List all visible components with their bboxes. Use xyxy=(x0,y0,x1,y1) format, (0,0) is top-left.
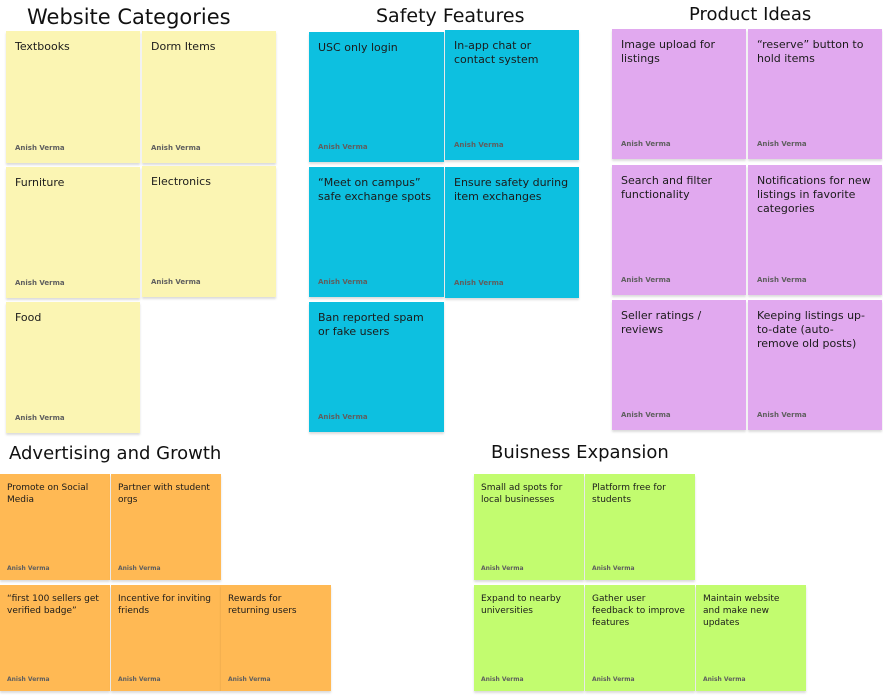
note-author: Anish Verma xyxy=(7,565,50,572)
note-text: Textbooks xyxy=(15,40,70,53)
note-text: Incentive for inviting friends xyxy=(118,594,212,616)
sticky-note-furniture[interactable]: Furniture Anish Verma xyxy=(6,167,140,298)
note-author: Anish Verma xyxy=(454,141,504,149)
sticky-note-invite-friends[interactable]: Incentive for inviting friends Anish Ver… xyxy=(111,585,221,691)
note-text: Rewards for returning users xyxy=(228,594,297,616)
note-text: Ensure safety during item exchanges xyxy=(454,176,569,203)
note-text: Seller ratings / reviews xyxy=(621,309,702,336)
sticky-note-ban-spam[interactable]: Ban reported spam or fake users Anish Ve… xyxy=(309,302,444,432)
heading-business-expansion: Buisness Expansion xyxy=(491,442,669,463)
note-author: Anish Verma xyxy=(454,279,504,287)
sticky-note-partner-orgs[interactable]: Partner with student orgs Anish Verma xyxy=(111,474,221,580)
note-author: Anish Verma xyxy=(151,278,201,286)
sticky-note-in-app-chat[interactable]: In-app chat or contact system Anish Verm… xyxy=(445,30,579,160)
note-text: Expand to nearby universities xyxy=(481,594,561,616)
note-text: Promote on Social Media xyxy=(7,483,89,505)
sticky-note-ensure-safety[interactable]: Ensure safety during item exchanges Anis… xyxy=(445,167,579,298)
sticky-note-promote-social[interactable]: Promote on Social Media Anish Verma xyxy=(0,474,110,580)
sticky-note-dorm-items[interactable]: Dorm Items Anish Verma xyxy=(142,31,276,163)
note-text: Image upload for listings xyxy=(621,38,716,65)
note-author: Anish Verma xyxy=(703,676,746,683)
note-author: Anish Verma xyxy=(15,279,65,287)
heading-product-ideas: Product Ideas xyxy=(689,4,812,25)
note-author: Anish Verma xyxy=(318,278,368,286)
note-text: Search and filter functionality xyxy=(621,174,713,201)
note-text: Keeping listings up-to-date (auto-remove… xyxy=(757,309,866,350)
note-text: Maintain website and make new updates xyxy=(703,594,780,628)
sticky-note-small-ad-spots[interactable]: Small ad spots for local businesses Anis… xyxy=(474,474,584,580)
sticky-note-seller-ratings[interactable]: Seller ratings / reviews Anish Verma xyxy=(612,300,746,430)
sticky-note-gather-feedback[interactable]: Gather user feedback to improve features… xyxy=(585,585,695,691)
sticky-note-maintain-website[interactable]: Maintain website and make new updates An… xyxy=(696,585,806,691)
note-author: Anish Verma xyxy=(592,676,635,683)
note-text: “Meet on campus” safe exchange spots xyxy=(318,176,431,203)
note-text: Partner with student orgs xyxy=(118,483,210,505)
note-author: Anish Verma xyxy=(481,676,524,683)
note-author: Anish Verma xyxy=(15,144,65,152)
note-author: Anish Verma xyxy=(15,414,65,422)
note-text: Food xyxy=(15,311,42,324)
note-text: In-app chat or contact system xyxy=(454,39,539,66)
note-author: Anish Verma xyxy=(228,676,271,683)
note-author: Anish Verma xyxy=(592,565,635,572)
heading-website-categories: Website Categories xyxy=(27,5,231,29)
note-text: “reserve” button to hold items xyxy=(757,38,864,65)
note-text: Furniture xyxy=(15,176,65,189)
sticky-note-electronics[interactable]: Electronics Anish Verma xyxy=(142,166,276,297)
note-author: Anish Verma xyxy=(621,411,671,419)
sticky-note-expand-universities[interactable]: Expand to nearby universities Anish Verm… xyxy=(474,585,584,691)
heading-safety-features: Safety Features xyxy=(376,5,525,27)
sticky-note-usc-login[interactable]: USC only login Anish Verma xyxy=(309,32,444,162)
sticky-note-textbooks[interactable]: Textbooks Anish Verma xyxy=(6,31,140,163)
note-author: Anish Verma xyxy=(151,144,201,152)
note-text: “first 100 sellers get verified badge” xyxy=(7,594,99,616)
note-text: Electronics xyxy=(151,175,211,188)
note-text: Gather user feedback to improve features xyxy=(592,594,685,628)
sticky-note-search-filter[interactable]: Search and filter functionality Anish Ve… xyxy=(612,165,746,295)
sticky-note-meet-on-campus[interactable]: “Meet on campus” safe exchange spots Ani… xyxy=(309,167,444,297)
sticky-note-food[interactable]: Food Anish Verma xyxy=(6,302,140,433)
sticky-note-reserve-button[interactable]: “reserve” button to hold items Anish Ver… xyxy=(748,29,882,159)
sticky-note-image-upload[interactable]: Image upload for listings Anish Verma xyxy=(612,29,746,159)
note-author: Anish Verma xyxy=(757,140,807,148)
note-author: Anish Verma xyxy=(118,676,161,683)
note-author: Anish Verma xyxy=(621,140,671,148)
note-text: Small ad spots for local businesses xyxy=(481,483,563,505)
note-text: Ban reported spam or fake users xyxy=(318,311,424,338)
sticky-note-verified-badge[interactable]: “first 100 sellers get verified badge” A… xyxy=(0,585,110,691)
note-text: USC only login xyxy=(318,41,398,54)
note-author: Anish Verma xyxy=(318,143,368,151)
sticky-note-notifications[interactable]: Notifications for new listings in favori… xyxy=(748,165,882,295)
note-text: Platform free for students xyxy=(592,483,666,505)
sticky-note-rewards-returning[interactable]: Rewards for returning users Anish Verma xyxy=(221,585,331,691)
note-author: Anish Verma xyxy=(318,413,368,421)
sticky-note-keep-listings[interactable]: Keeping listings up-to-date (auto-remove… xyxy=(748,300,882,430)
note-author: Anish Verma xyxy=(7,676,50,683)
heading-advertising-growth: Advertising and Growth xyxy=(9,443,222,464)
note-text: Dorm Items xyxy=(151,40,216,53)
sticky-note-platform-free[interactable]: Platform free for students Anish Verma xyxy=(585,474,695,580)
note-author: Anish Verma xyxy=(621,276,671,284)
note-author: Anish Verma xyxy=(118,565,161,572)
note-author: Anish Verma xyxy=(481,565,524,572)
note-author: Anish Verma xyxy=(757,411,807,419)
note-text: Notifications for new listings in favori… xyxy=(757,174,871,215)
note-author: Anish Verma xyxy=(757,276,807,284)
